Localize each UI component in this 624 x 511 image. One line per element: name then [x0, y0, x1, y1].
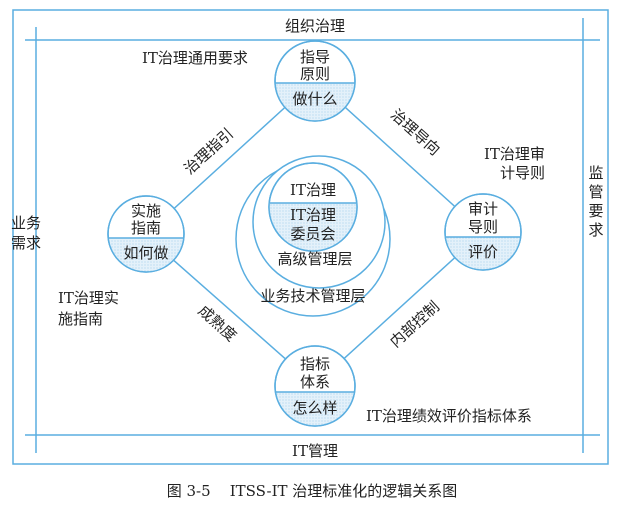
annotation-audit-2: 计导则 [500, 164, 545, 182]
node-bottom-line1: 指标 [300, 355, 330, 373]
node-left-line1: 实施 [131, 202, 161, 220]
annotation-impl-2: 施指南 [58, 310, 103, 328]
edge-governance-guidance: 治理指引 [180, 125, 237, 179]
center-it-governance: IT治理 [290, 181, 336, 199]
center-business-tech-management: 业务技术管理层 [260, 287, 365, 305]
annotation-impl-1: IT治理实 [58, 289, 119, 307]
center-senior-management: 高级管理层 [277, 250, 352, 268]
outer-frame [12, 9, 609, 465]
node-top-bottom: 做什么 [292, 90, 337, 108]
node-top-line1: 指导 [300, 48, 330, 66]
annotation-general-requirements: IT治理通用要求 [142, 49, 248, 67]
label-business-needs-1: 业务 [11, 214, 41, 232]
label-regulatory-3: 要 [588, 202, 603, 220]
node-top-line2: 原则 [300, 65, 330, 83]
center-committee-2: 委员会 [290, 225, 335, 243]
node-left-line2: 指南 [131, 219, 161, 237]
label-org-governance: 组织治理 [285, 17, 345, 35]
annotation-performance: IT治理绩效评价指标体系 [366, 407, 532, 425]
node-bottom-bottom: 怎么样 [292, 399, 337, 417]
edge-maturity: 成熟度 [195, 302, 240, 345]
label-regulatory-4: 求 [588, 221, 603, 239]
node-bottom-line2: 体系 [300, 373, 330, 391]
label-regulatory-1: 监 [588, 164, 603, 182]
figure-caption: 图 3-5 ITSS-IT 治理标准化的逻辑关系图 [167, 482, 458, 500]
node-right-line2: 导则 [468, 218, 498, 236]
edge-internal-control: 内部控制 [386, 298, 443, 352]
annotation-audit-1: IT治理审 [484, 145, 545, 163]
node-left-bottom: 如何做 [123, 244, 168, 262]
node-right-line1: 审计 [468, 200, 498, 218]
center-committee-1: IT治理 [290, 206, 336, 224]
label-regulatory-2: 管 [588, 183, 603, 201]
label-business-needs-2: 需求 [11, 234, 41, 252]
node-right-bottom: 评价 [468, 243, 498, 261]
label-it-management: IT管理 [292, 442, 338, 460]
edge-governance-orientation: 治理导向 [387, 106, 444, 160]
